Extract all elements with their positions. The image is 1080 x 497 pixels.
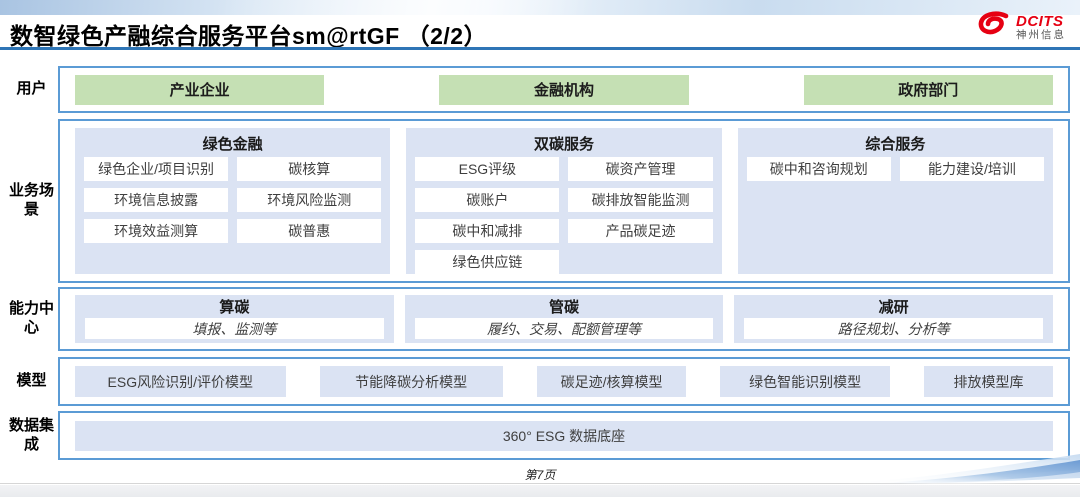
capability-desc: 履约、交易、配额管理等 <box>414 318 714 339</box>
row-scenarios-label: 业务场景 <box>8 182 54 218</box>
row-data-integration: 数据集成 360° ESG 数据底座 <box>8 411 1070 460</box>
scenario-item: 碳普惠 <box>237 219 382 243</box>
scenario-item: 碳中和咨询规划 <box>746 157 891 181</box>
brand-subname: 神州信息 <box>1016 28 1066 41</box>
scenario-column-dual-carbon: 双碳服务 ESG评级 碳资产管理 碳账户 碳排放智能监测 碳中和减排 产品碳足迹… <box>406 128 722 274</box>
scenario-item: 环境效益测算 <box>84 219 229 243</box>
capabilities-container: 算碳 填报、监测等 管碳 履约、交易、配额管理等 减研 路径规划、分析等 <box>58 287 1070 351</box>
scenario-item: 绿色供应链 <box>415 250 560 274</box>
scenario-item: 产品碳足迹 <box>568 219 713 243</box>
row-models-label: 模型 <box>16 372 47 390</box>
scenario-item: 绿色企业/项目识别 <box>84 157 229 181</box>
top-decoration-band <box>0 0 1080 15</box>
scenario-item: 碳账户 <box>415 188 560 212</box>
model-chip: 碳足迹/核算模型 <box>536 366 687 397</box>
data-platform-bar: 360° ESG 数据底座 <box>75 420 1053 451</box>
row-users: 用户 产业企业 金融机构 政府部门 <box>8 66 1070 113</box>
page-number: 第7页 <box>524 468 556 482</box>
model-chip: ESG风险识别/评价模型 <box>75 366 286 397</box>
bottom-swoosh-decoration <box>840 452 1080 485</box>
column-title: 绿色金融 <box>202 136 263 153</box>
capability-desc: 路径规划、分析等 <box>744 318 1044 339</box>
page-title: 数智绿色产融综合服务平台sm@rtGF （2/2） <box>10 23 488 49</box>
row-models: 模型 ESG风险识别/评价模型 节能降碳分析模型 碳足迹/核算模型 绿色智能识别… <box>8 357 1070 406</box>
model-chip: 绿色智能识别模型 <box>720 366 890 397</box>
scenario-item: 环境风险监测 <box>237 188 382 212</box>
column-grid: ESG评级 碳资产管理 碳账户 碳排放智能监测 碳中和减排 产品碳足迹 绿色供应… <box>415 157 713 274</box>
capability-desc: 填报、监测等 <box>85 318 384 339</box>
scenario-item: 碳排放智能监测 <box>568 188 713 212</box>
model-chip: 排放模型库 <box>924 366 1054 397</box>
row-capability-center: 能力中心 算碳 填报、监测等 管碳 履约、交易、配额管理等 减研 路径规划、分析… <box>8 287 1070 351</box>
capability-card: 算碳 填报、监测等 <box>75 295 394 343</box>
user-chip: 金融机构 <box>439 74 689 105</box>
models-container: ESG风险识别/评价模型 节能降碳分析模型 碳足迹/核算模型 绿色智能识别模型 … <box>58 357 1070 406</box>
scenario-column-green-finance: 绿色金融 绿色企业/项目识别 碳核算 环境信息披露 环境风险监测 环境效益测算 … <box>75 128 391 274</box>
scenario-item: 碳核算 <box>237 157 382 181</box>
scenario-item: ESG评级 <box>415 157 560 181</box>
brand-name: DCITS <box>1016 13 1064 31</box>
users-container: 产业企业 金融机构 政府部门 <box>58 66 1070 113</box>
capability-title: 减研 <box>878 299 909 316</box>
scenario-item: 碳资产管理 <box>568 157 713 181</box>
scenario-item: 碳中和减排 <box>415 219 560 243</box>
row-data-label: 数据集成 <box>8 416 54 453</box>
column-title: 双碳服务 <box>533 136 594 153</box>
user-chip: 产业企业 <box>75 74 325 105</box>
data-container: 360° ESG 数据底座 <box>58 411 1070 460</box>
bottom-bar <box>0 485 1080 497</box>
model-chip: 节能降碳分析模型 <box>319 366 503 397</box>
column-grid: 绿色企业/项目识别 碳核算 环境信息披露 环境风险监测 环境效益测算 碳普惠 <box>84 157 382 243</box>
title-underline <box>0 47 1080 50</box>
capability-card: 减研 路径规划、分析等 <box>734 295 1054 343</box>
column-title: 综合服务 <box>865 136 926 153</box>
footer-divider <box>0 483 1080 484</box>
column-grid: 碳中和咨询规划 能力建设/培训 <box>746 157 1044 181</box>
brand-logo: DCITS 神州信息 <box>977 10 1066 45</box>
user-chip: 政府部门 <box>803 74 1053 105</box>
dcits-swoosh-icon <box>977 10 1011 45</box>
scenarios-container: 绿色金融 绿色企业/项目识别 碳核算 环境信息披露 环境风险监测 环境效益测算 … <box>58 119 1070 283</box>
scenario-column-comprehensive: 综合服务 碳中和咨询规划 能力建设/培训 <box>737 128 1053 274</box>
row-business-scenarios: 业务场景 绿色金融 绿色企业/项目识别 碳核算 环境信息披露 环境风险监测 环境… <box>8 119 1070 283</box>
capability-title: 管碳 <box>549 299 580 316</box>
capability-title: 算碳 <box>219 299 250 316</box>
row-capabilities-label: 能力中心 <box>8 300 54 336</box>
scenario-item: 环境信息披露 <box>84 188 229 212</box>
capability-card: 管碳 履约、交易、配额管理等 <box>404 295 724 343</box>
row-users-label: 用户 <box>16 80 47 98</box>
scenario-item: 能力建设/培训 <box>899 157 1044 181</box>
